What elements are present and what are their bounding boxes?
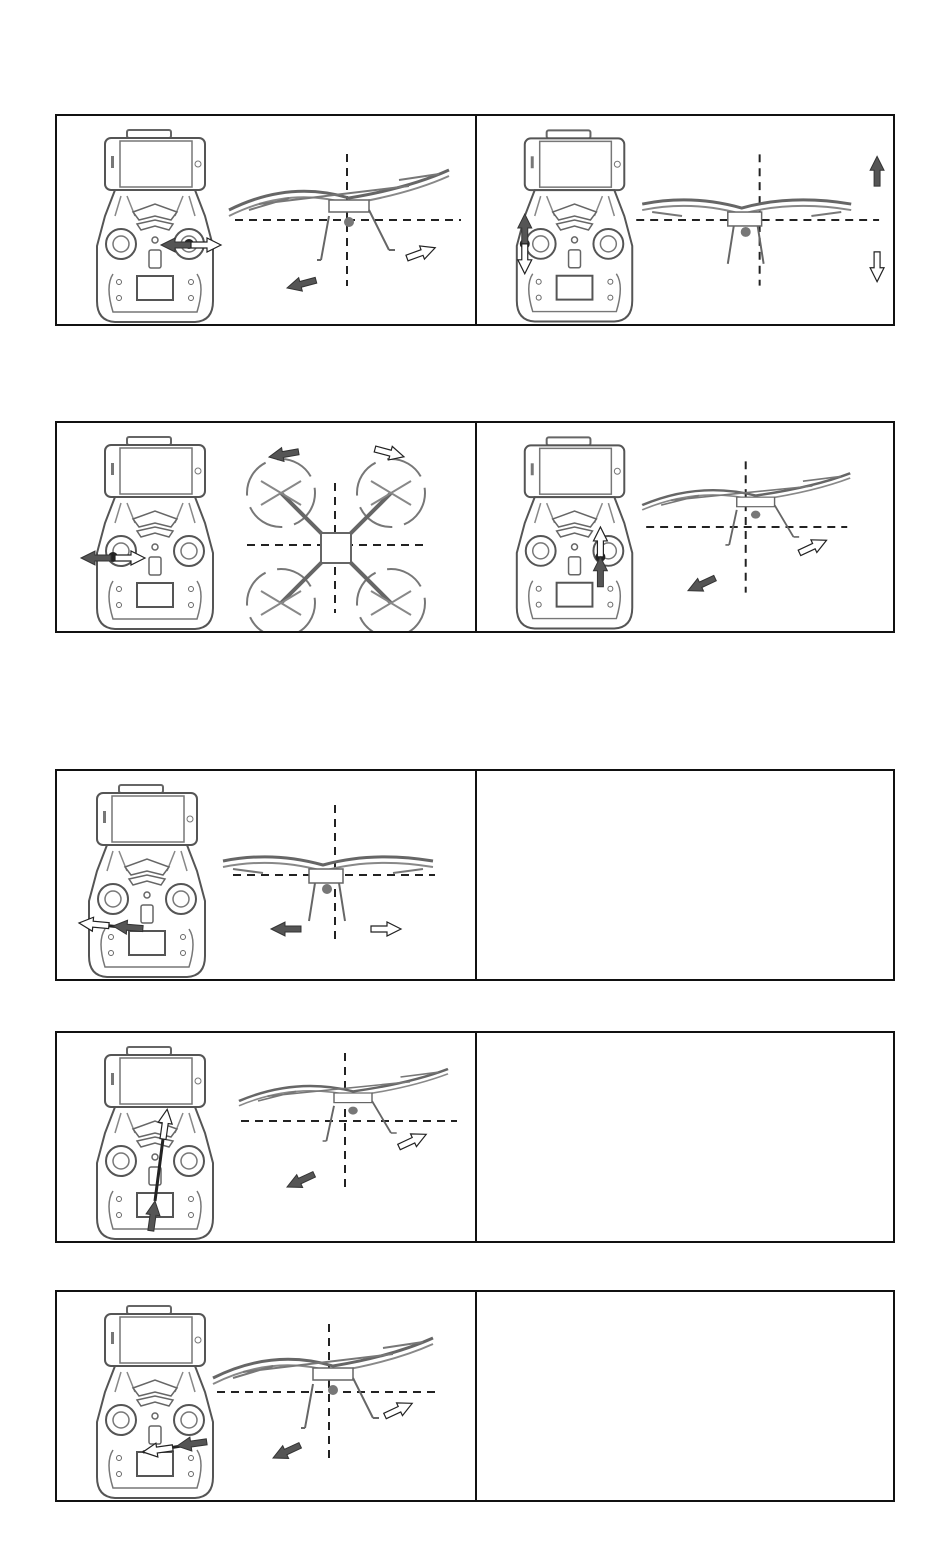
panel-row-1 [55, 114, 895, 326]
empty-cell-3 [475, 771, 893, 979]
trim-yaw-diagram [57, 1292, 475, 1500]
empty-cell-4 [475, 1033, 893, 1241]
diagram-trim-roll [57, 771, 475, 979]
diagram-throttle [475, 116, 893, 324]
empty-cell-5 [475, 1292, 893, 1500]
diagram-trim-yaw [57, 1292, 475, 1500]
diagram-roll [57, 116, 475, 324]
panel-row-3 [55, 769, 895, 981]
roll-diagram [57, 116, 475, 324]
yaw-diagram [57, 423, 475, 631]
trim-roll-diagram [57, 771, 475, 979]
panel-row-5 [55, 1290, 895, 1502]
panel-row-2 [55, 421, 895, 633]
panel-row-4 [55, 1031, 895, 1243]
trim-pitch-diagram [57, 1033, 475, 1241]
pitch-diagram [477, 423, 893, 631]
diagram-yaw [57, 423, 475, 631]
diagram-pitch [475, 423, 893, 631]
throttle-diagram [477, 116, 893, 324]
diagram-trim-pitch [57, 1033, 475, 1241]
